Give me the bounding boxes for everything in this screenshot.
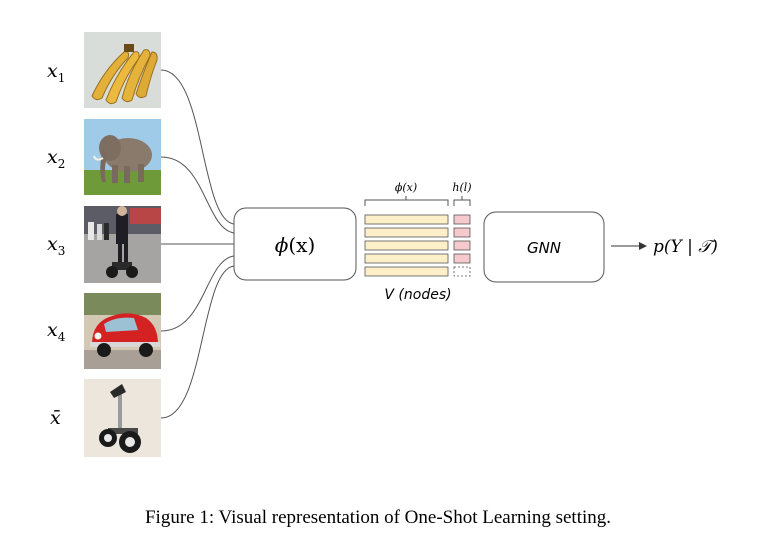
image-segway	[84, 379, 161, 457]
node-feature-labels: ϕ(x) h(l)	[364, 181, 472, 206]
input-label-xbar: x̄	[50, 407, 61, 429]
image-elephant	[84, 119, 161, 195]
output-probability: p(Y | 𝒯)	[653, 237, 718, 257]
figure-caption: Figure 1: Visual representation of One-S…	[145, 507, 611, 528]
connector-x2	[160, 156, 235, 234]
svg-text:x2: x2	[47, 146, 65, 171]
connector-x1	[160, 69, 235, 225]
node-phi-5	[364, 266, 449, 277]
node-h-1	[453, 214, 471, 225]
node-h-2	[453, 227, 471, 238]
node-phi-4	[364, 253, 449, 264]
image-red-beetle	[84, 293, 161, 369]
gnn-label: GNN	[527, 239, 561, 257]
input-label-x2: x2	[47, 146, 65, 171]
input-label-x3: x3	[47, 233, 65, 258]
svg-text:x1: x1	[47, 60, 65, 85]
connector-xbar	[160, 265, 235, 419]
node-h-5-empty	[453, 266, 471, 277]
image-person-segway	[84, 206, 161, 283]
svg-text:x4: x4	[47, 319, 66, 344]
connector-x4	[160, 255, 235, 332]
nodes-caption: V (nodes)	[384, 287, 451, 303]
svg-text:x3: x3	[47, 233, 65, 258]
embedding-network-box: ϕ(x)	[233, 207, 357, 281]
input-label-x4: x4	[47, 319, 66, 344]
node-rows	[364, 214, 471, 277]
node-phi-1	[364, 214, 449, 225]
input-label-x1: x1	[47, 60, 65, 85]
h-label: h(l)	[452, 181, 471, 194]
input-connections	[160, 69, 235, 419]
node-h-3	[453, 240, 471, 251]
phi-label: ϕ(x)	[395, 181, 417, 194]
image-bananas	[84, 32, 161, 108]
node-phi-2	[364, 227, 449, 238]
gnn-box: GNN	[483, 211, 605, 283]
svg-text:ϕ(x): ϕ(x)	[275, 233, 316, 257]
svg-text:x̄: x̄	[50, 407, 61, 429]
node-h-4	[453, 253, 471, 264]
node-phi-3	[364, 240, 449, 251]
